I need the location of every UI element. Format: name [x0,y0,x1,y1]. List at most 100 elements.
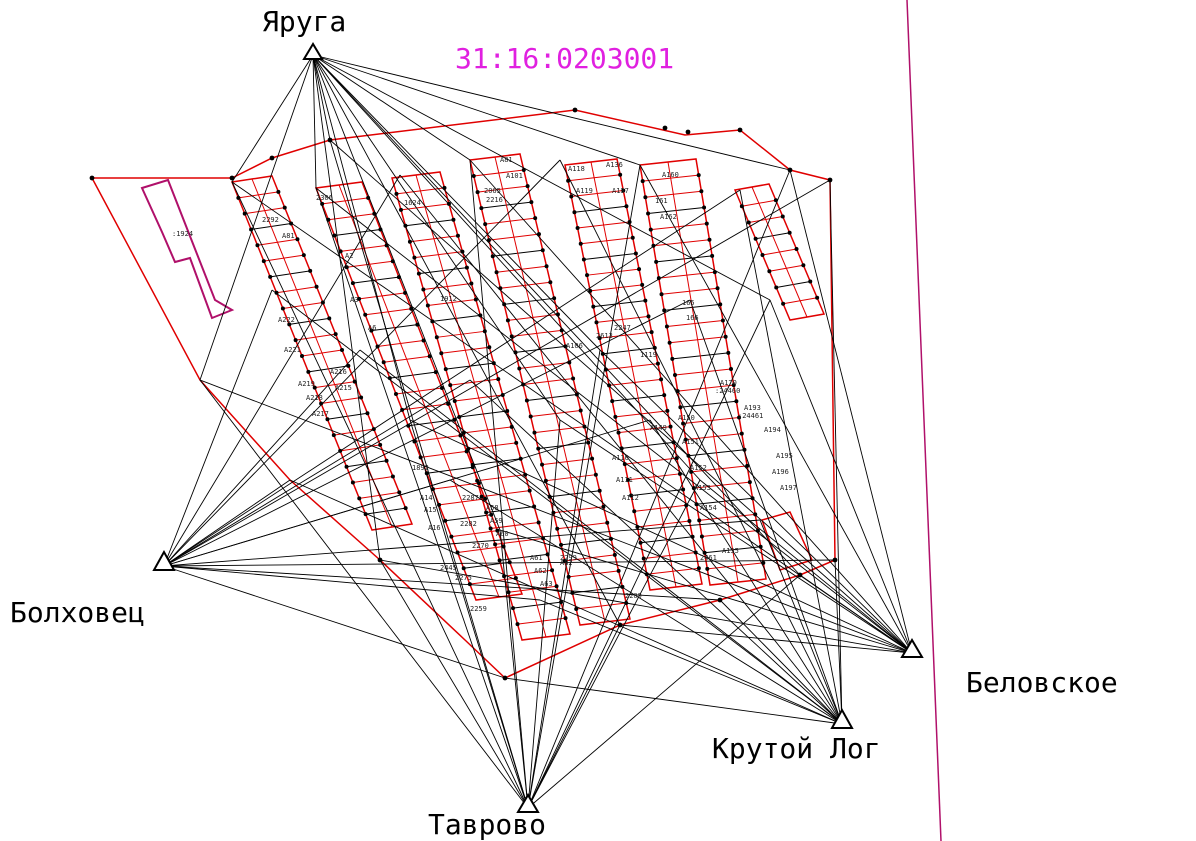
vertex-point [616,430,621,435]
vertex-point [547,494,552,499]
parcel-label: :24461 [738,412,763,420]
vertex-point [498,286,503,291]
survey-ray [163,565,541,601]
parcel-label: А62 [534,567,547,575]
vertex-point [331,433,336,438]
vertex-point [687,519,692,524]
vertex-point [289,221,294,226]
vertex-point [533,216,538,221]
survey-ray [315,187,529,809]
triangle-icon [830,707,854,729]
vertex-point [710,253,715,258]
survey-ray [469,159,913,654]
vertex-point [571,376,576,381]
parcel-label: А150 [678,414,695,422]
vertex-point [559,600,564,605]
vertex-point [755,528,760,533]
vertex-point [677,471,682,476]
vertex-point [654,259,659,264]
vertex-point [742,447,747,452]
vertex-point [511,606,516,611]
vertex-point [787,167,793,173]
vertex-point [352,379,357,384]
vertex-point [624,600,629,605]
parcel-midline [590,161,677,588]
vertex-point [357,296,362,301]
vertex-point [483,496,488,501]
triangle-icon [516,793,540,813]
vertex-point [683,437,688,442]
vertex-point [563,616,568,621]
vertex-point [662,125,668,131]
vertex-point [394,191,399,196]
parcel-label: 2247 [614,324,631,332]
vertex-point [808,279,813,284]
vertex-point [643,195,648,200]
vertex-point [363,312,368,317]
vertex-point [276,189,281,194]
vertex-point [586,440,591,445]
vertex-point [398,207,403,212]
parcel-label: А153 [694,484,711,492]
survey-ray [231,54,314,183]
parcel-label: А219 [298,380,315,388]
parcel-label: 2270 [472,542,489,550]
vertex-point [668,424,673,429]
survey-ray [231,181,529,809]
vertex-point [425,303,430,308]
vertex-point [690,534,695,539]
vertex-point [613,414,618,419]
vertex-point [646,314,651,319]
vertex-point [528,414,533,419]
vertex-point [470,462,475,467]
vertex-point [609,536,614,541]
parcel-label: 161 [655,197,668,205]
survey-ray [163,349,361,567]
vertex-point [618,172,623,177]
vertex-point [774,285,779,290]
parcel-label: А152 [690,464,707,472]
vertex-point [319,401,324,406]
survey-ray [379,559,529,809]
survey-ray [312,54,641,166]
vertex-point [443,367,448,372]
vertex-point [532,504,537,509]
vertex-point [446,401,451,406]
vertex-point [487,345,492,350]
vertex-point [659,377,664,382]
survey-ray [539,599,843,725]
vertex-point [229,175,235,181]
vertex-point [720,318,725,323]
parcel-label: А160 [662,171,679,179]
survey-ray [163,519,761,567]
parcel-label: 2216 [486,196,503,204]
survey-ray [834,559,843,725]
vertex-point [344,464,349,469]
parcel-label: 2613 [596,332,613,340]
vertex-point [326,217,331,222]
survey-ray [527,624,621,809]
vertex-point [407,239,412,244]
vertex-point [491,361,496,366]
vertex-point [607,383,612,388]
station-east [900,638,924,658]
survey-ray [289,479,843,725]
vertex-point [505,318,510,323]
parcel-label: А221 [284,346,301,354]
vertex-point [619,446,624,451]
vertex-point [582,424,587,429]
survey-ray [527,169,791,809]
vertex-point [717,597,723,603]
vertex-point [681,487,686,492]
vertex-point [421,338,426,343]
vertex-point [746,220,751,225]
vertex-point [591,304,596,309]
vertex-point [521,382,526,387]
vertex-point [452,399,457,404]
survey-ray [163,479,291,567]
vertex-point [644,572,649,577]
parcel-label: А162 [660,213,677,221]
vertex-point [300,354,304,358]
vertex-point [381,360,386,365]
vertex-point [501,544,506,549]
